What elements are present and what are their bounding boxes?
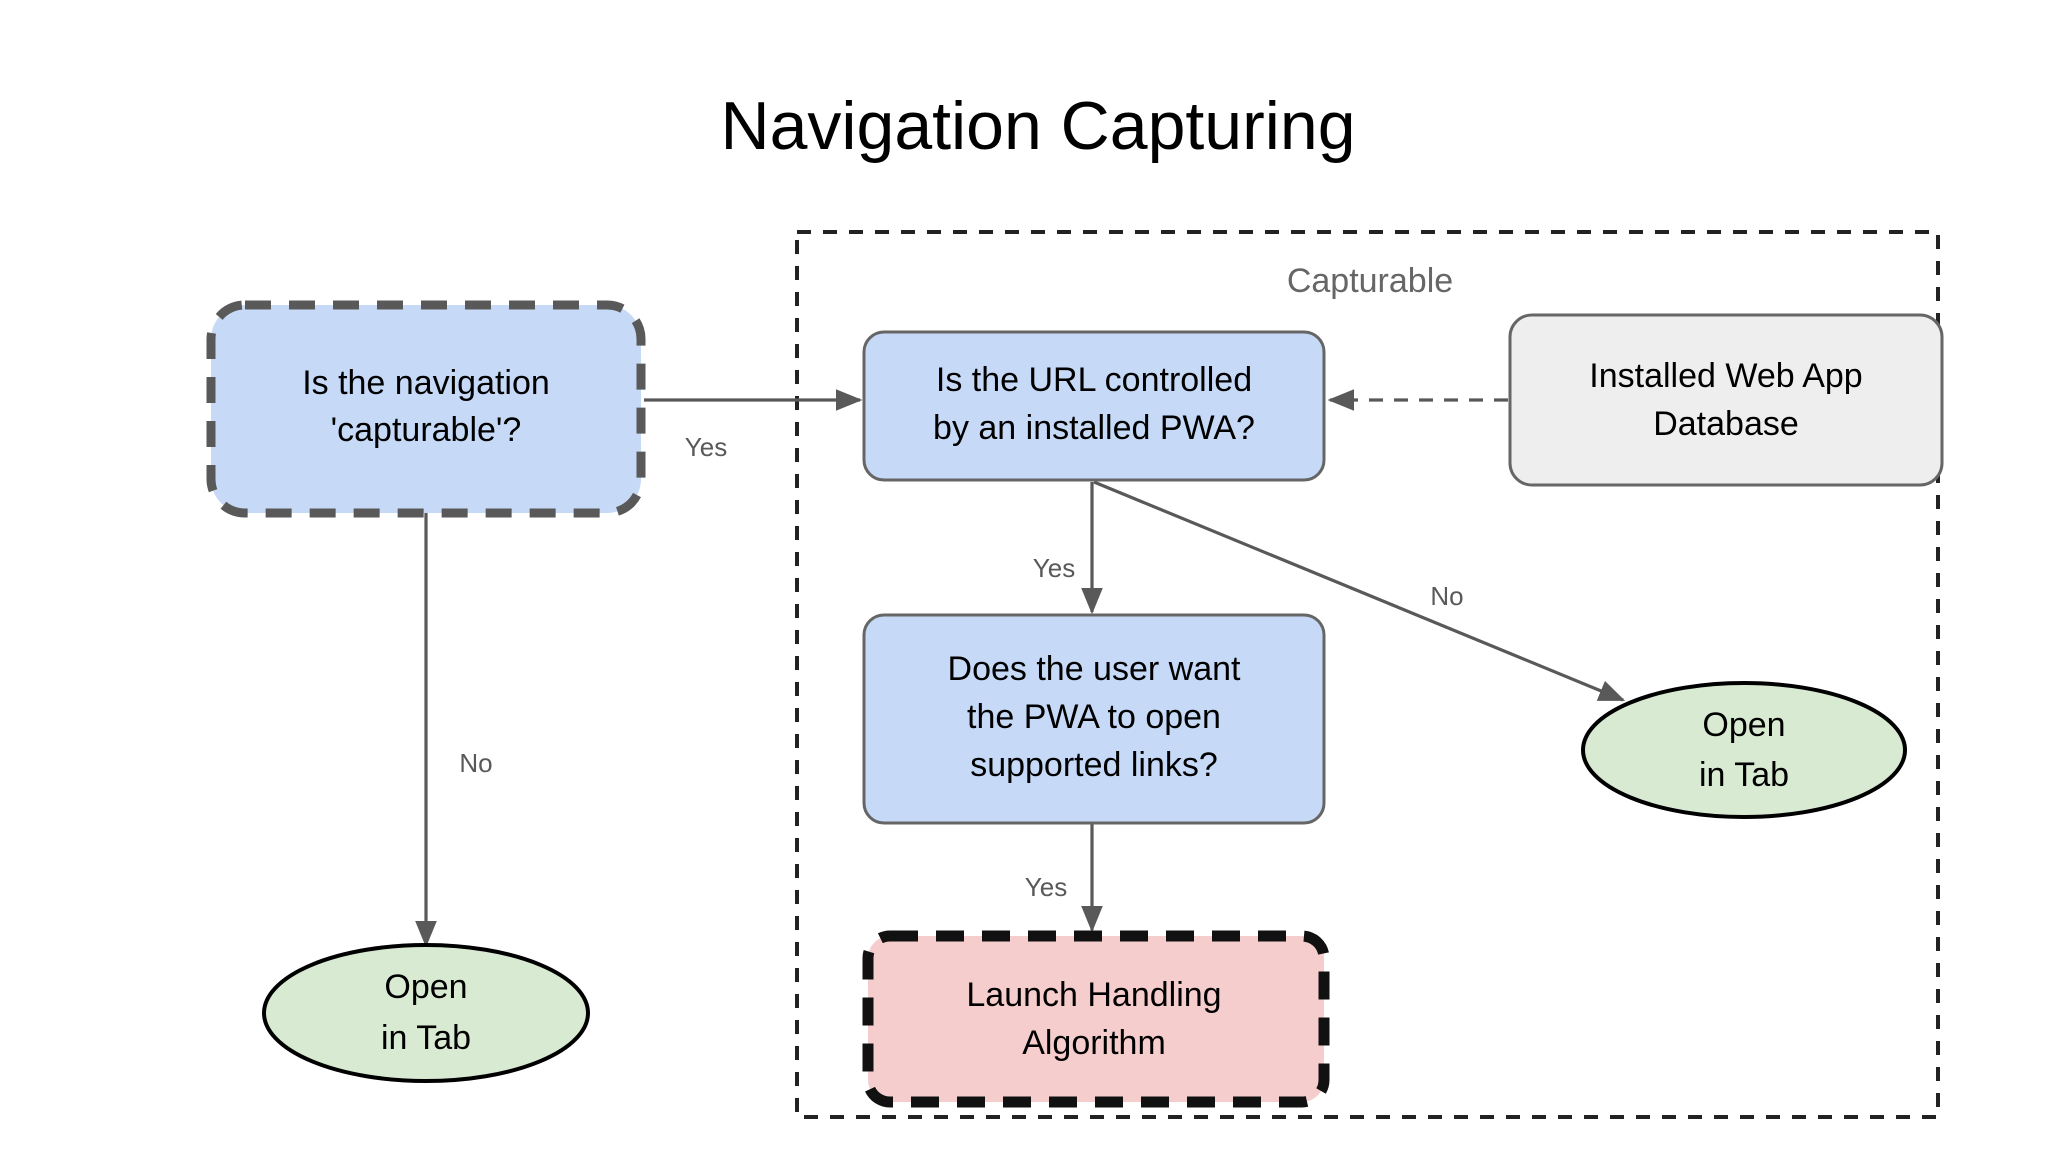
node-label-line-2: 'capturable'? (331, 411, 522, 449)
node-open-in-tab-right[interactable]: Open in Tab (1581, 681, 1907, 819)
node-open-in-tab-left[interactable]: Open in Tab (262, 943, 590, 1083)
node-label-line-2: in Tab (381, 1019, 471, 1057)
node-launch-handling-algorithm[interactable]: Launch Handling Algorithm (862, 930, 1330, 1108)
edge-label-no-url-to-tab: No (1430, 581, 1463, 611)
node-label-line-2: the PWA to open (967, 698, 1221, 736)
node-label-line-1: Is the navigation (302, 364, 550, 402)
node-does-user-want-pwa-open-links[interactable]: Does the user want the PWA to open suppo… (862, 613, 1326, 825)
node-is-navigation-capturable[interactable]: Is the navigation 'capturable'? (206, 300, 646, 518)
node-label-line-2: Algorithm (1022, 1024, 1166, 1062)
node-is-url-controlled[interactable]: Is the URL controlled by an installed PW… (862, 330, 1326, 482)
node-shape-installed-web-app-database (1508, 313, 1944, 487)
node-shape-open-in-tab-right (1581, 681, 1907, 819)
node-shape-is-navigation-capturable (206, 300, 646, 518)
node-label-line-1: Is the URL controlled (936, 361, 1252, 399)
node-label-line-1: Open (1702, 706, 1785, 744)
node-label-line-3: supported links? (970, 746, 1218, 784)
edge-label-yes-url-to-user: Yes (1033, 553, 1075, 583)
node-shape-launch-handling-algorithm (862, 930, 1330, 1108)
node-installed-web-app-database[interactable]: Installed Web App Database (1508, 313, 1944, 487)
edge-user-to-launch: Yes (1025, 823, 1103, 933)
node-shape-does-user-want-pwa-open-links (862, 613, 1326, 825)
node-label-line-1: Does the user want (948, 650, 1241, 688)
page-title: Navigation Capturing (720, 88, 1355, 164)
edge-label-yes-nav-to-url: Yes (685, 432, 727, 462)
node-label-line-1: Open (384, 968, 467, 1006)
edge-label-no-nav-to-tab: No (459, 748, 492, 778)
edge-url-to-user: Yes (1033, 482, 1103, 615)
node-shape-is-url-controlled (862, 330, 1326, 482)
node-label-line-2: in Tab (1699, 756, 1789, 794)
node-shape-open-in-tab-left (262, 943, 590, 1083)
capturable-group-label: Capturable (1287, 262, 1453, 300)
edge-url-to-tab: No (1093, 480, 1626, 702)
edge-label-yes-user-to-launch: Yes (1025, 872, 1067, 902)
node-label-line-2: by an installed PWA? (933, 409, 1255, 447)
edge-nav-to-url: Yes (644, 389, 863, 462)
node-label-line-2: Database (1653, 405, 1799, 443)
node-label-line-1: Installed Web App (1589, 357, 1862, 395)
node-label-line-1: Launch Handling (966, 976, 1221, 1014)
edge-nav-to-tab: No (415, 512, 493, 948)
